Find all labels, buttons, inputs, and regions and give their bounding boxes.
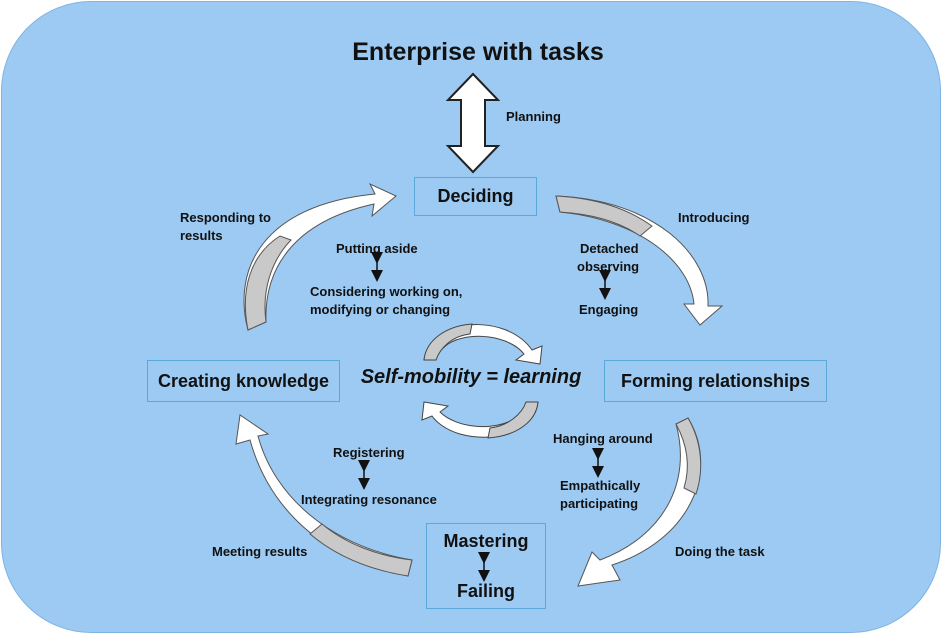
stage-mastering-label: Mastering — [443, 531, 529, 551]
label-responding-line2: results — [180, 228, 223, 243]
label-meeting-results: Meeting results — [212, 544, 308, 559]
pair-considering-line1: Considering working on, — [310, 284, 463, 299]
center-label: Self-mobility = learning — [360, 366, 582, 388]
pair-registering: Registering — [333, 445, 405, 460]
pair-detached-line1: Detached — [580, 241, 639, 256]
stage-deciding-label: Deciding — [437, 186, 514, 206]
pair-empathically-line2: participating — [560, 496, 639, 511]
pair-detached-line2: observing — [577, 259, 640, 274]
planning-label: Planning — [506, 109, 561, 124]
stage-deciding: Deciding — [414, 177, 537, 216]
pair-hanging-around: Hanging around — [553, 431, 653, 446]
stage-failing-label: Failing — [457, 581, 515, 601]
label-responding-line1: Responding to — [180, 210, 271, 225]
planning-double-arrow — [445, 72, 501, 174]
pair-engaging: Engaging — [579, 302, 639, 317]
pair-considering-line2: modifying or changing — [310, 302, 451, 317]
pair-empathically-line1: Empathically — [560, 478, 641, 493]
stage-forming-relationships: Forming relationships — [604, 360, 827, 402]
label-doing-task: Doing the task — [675, 544, 765, 559]
stage-creating-knowledge: Creating knowledge — [147, 360, 340, 402]
pair-integrating-resonance: Integrating resonance — [301, 492, 437, 507]
stage-mastering-failing: Mastering Failing — [426, 523, 546, 609]
stage-creating-label: Creating knowledge — [157, 370, 330, 391]
stage-forming-label: Forming relationships — [620, 370, 811, 391]
pair-putting-aside: Putting aside — [336, 241, 418, 256]
diagram-title: Enterprise with tasks — [352, 38, 604, 66]
label-introducing: Introducing — [678, 210, 750, 225]
